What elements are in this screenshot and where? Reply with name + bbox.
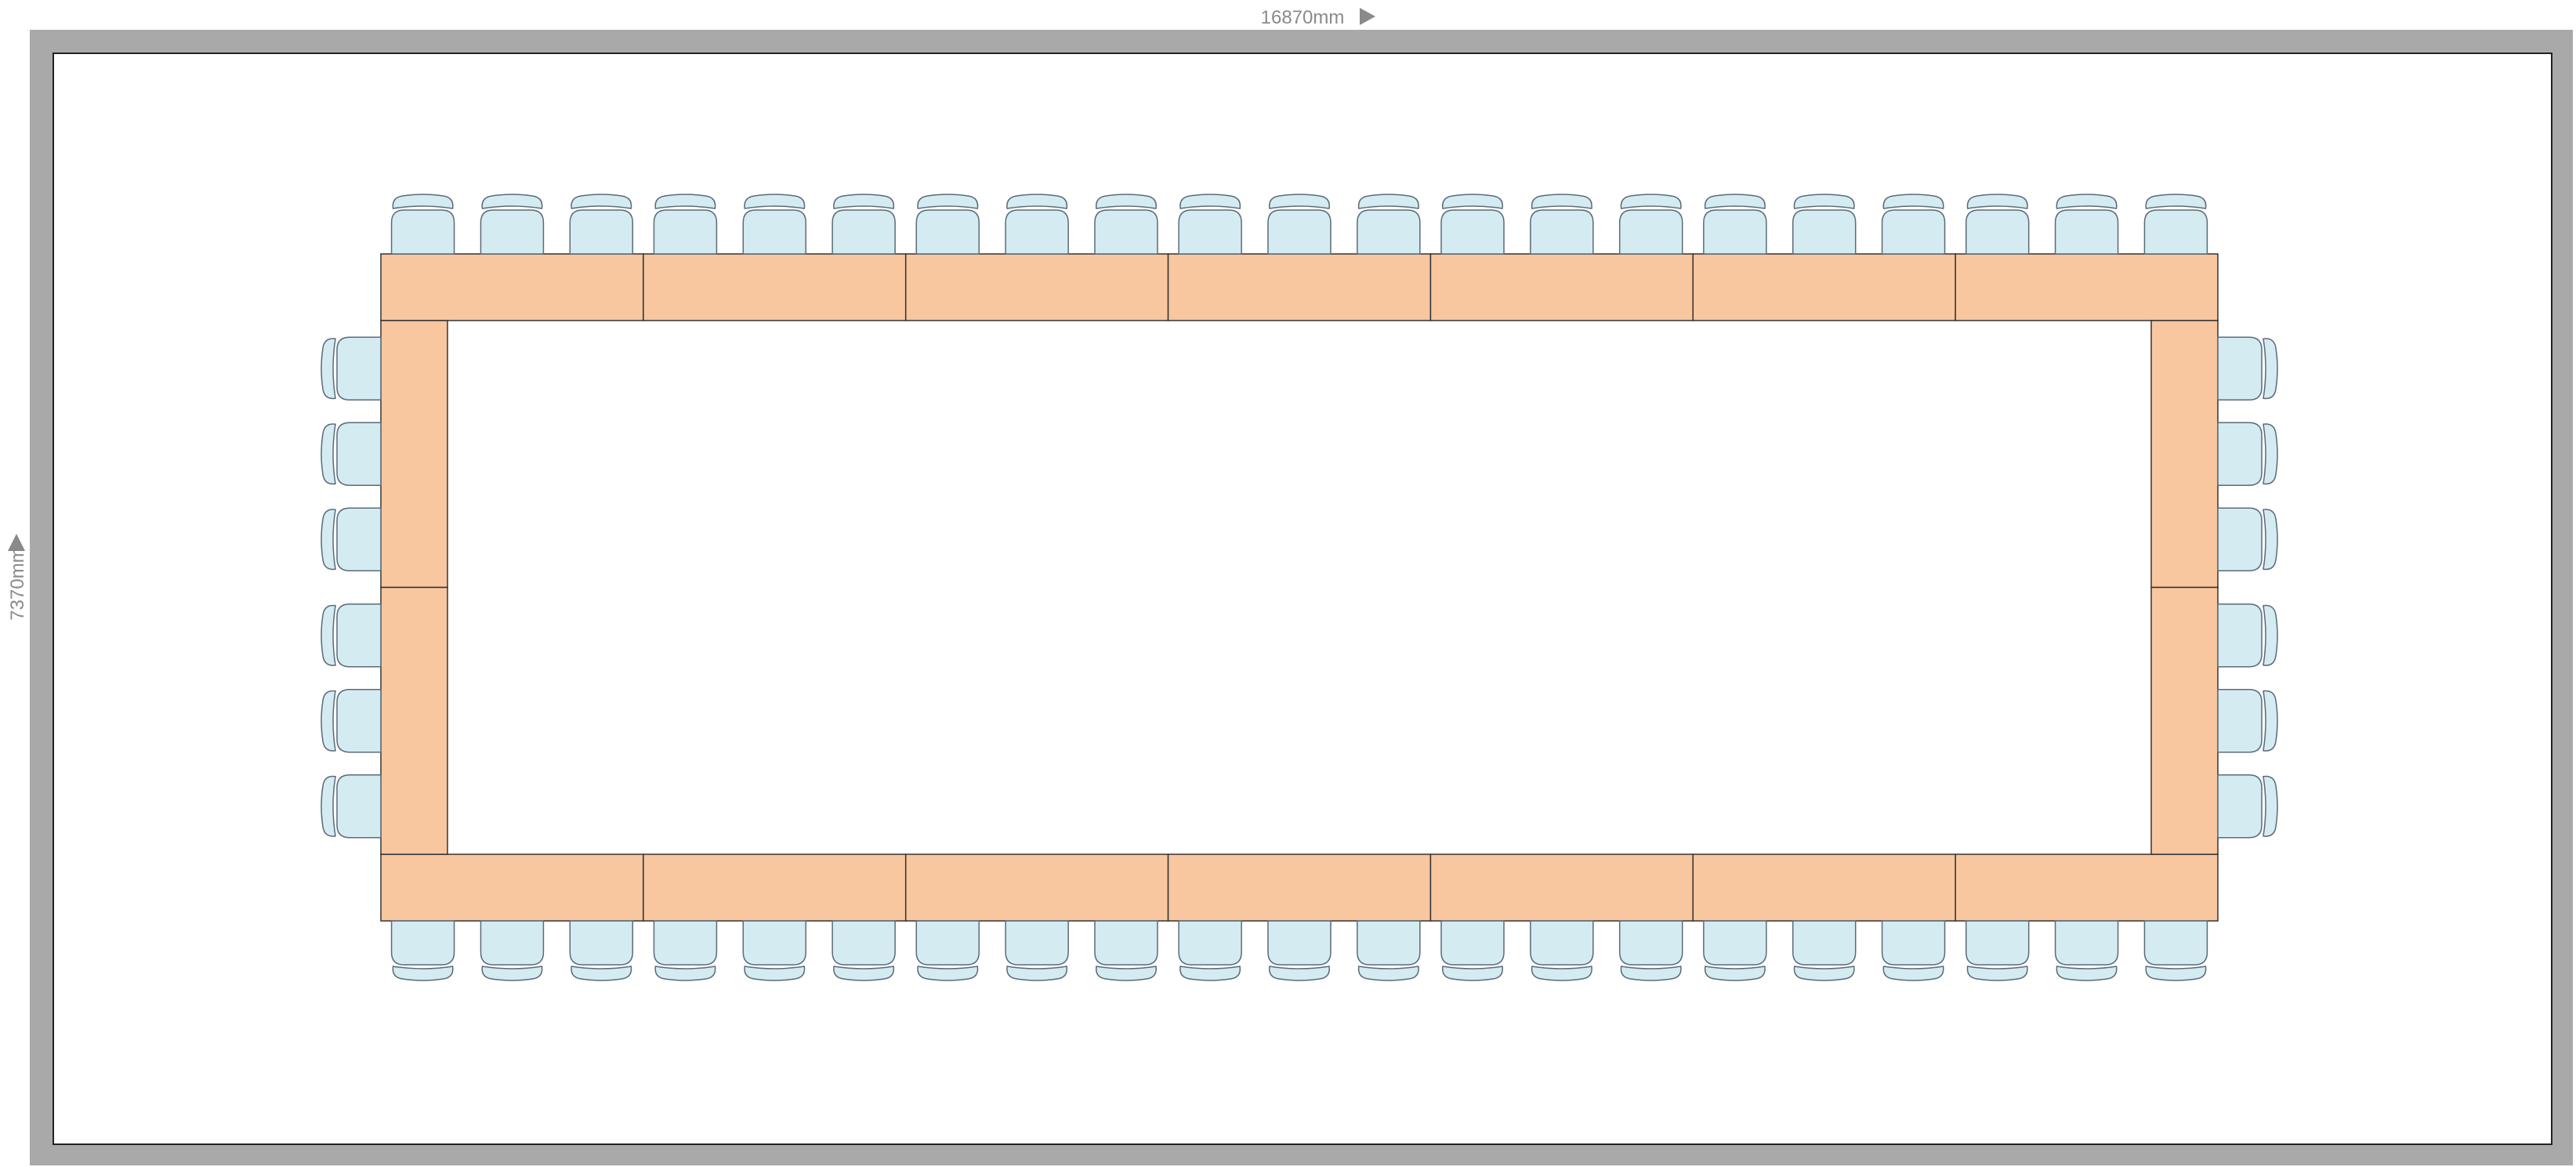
chair xyxy=(1357,194,1421,255)
table-left xyxy=(380,586,448,855)
chair xyxy=(1792,194,1857,255)
chair xyxy=(653,194,718,255)
chair xyxy=(1005,920,1069,981)
chair xyxy=(321,689,382,753)
chair xyxy=(1094,194,1158,255)
chair xyxy=(1440,920,1505,981)
chair xyxy=(1618,194,1683,255)
tables-layer xyxy=(380,253,2219,922)
chair xyxy=(1703,194,1767,255)
chair xyxy=(321,507,382,571)
chair xyxy=(1178,920,1242,981)
table-bottom xyxy=(380,854,644,922)
chair xyxy=(1267,920,1331,981)
table-top xyxy=(904,253,1169,321)
chair xyxy=(1703,920,1767,981)
chair xyxy=(1881,194,1946,255)
table-top xyxy=(380,253,644,321)
chair xyxy=(321,336,382,401)
table-bottom xyxy=(904,854,1169,922)
chair xyxy=(321,603,382,668)
table-top xyxy=(1167,253,1432,321)
chair xyxy=(2054,194,2119,255)
chair xyxy=(1440,194,1505,255)
chair xyxy=(2217,689,2278,753)
chair xyxy=(321,422,382,486)
chair xyxy=(742,920,807,981)
chair xyxy=(1530,920,1594,981)
chairs-layer xyxy=(321,194,2278,981)
table-top xyxy=(1955,253,2219,321)
table-right xyxy=(2150,320,2219,589)
table-left xyxy=(380,320,448,589)
chair xyxy=(742,194,807,255)
room-width-label: 16870mm xyxy=(1261,7,1345,28)
chair xyxy=(569,920,634,981)
width-arrow-icon xyxy=(1360,8,1375,25)
chair xyxy=(2143,920,2208,981)
chair xyxy=(2217,603,2278,668)
chair xyxy=(1965,194,2030,255)
room-height-label: 7370mm xyxy=(7,547,28,620)
height-arrow-icon xyxy=(8,534,25,551)
table-bottom xyxy=(1692,854,1956,922)
chair xyxy=(2217,336,2278,401)
chair xyxy=(831,920,896,981)
table-bottom xyxy=(1429,854,1694,922)
table-top xyxy=(1692,253,1956,321)
table-right xyxy=(2150,586,2219,855)
chair xyxy=(1530,194,1594,255)
table-bottom xyxy=(1955,854,2219,922)
chair xyxy=(915,194,980,255)
chair xyxy=(2217,422,2278,486)
chair xyxy=(1267,194,1331,255)
chair xyxy=(1178,194,1242,255)
chair xyxy=(831,194,896,255)
chair xyxy=(390,194,455,255)
chair xyxy=(2054,920,2119,981)
table-bottom xyxy=(643,854,907,922)
chair xyxy=(480,920,545,981)
table-top xyxy=(643,253,907,321)
chair xyxy=(480,194,545,255)
chair xyxy=(1094,920,1158,981)
chair xyxy=(2217,507,2278,571)
chair xyxy=(1881,920,1946,981)
chair xyxy=(915,920,980,981)
chair xyxy=(569,194,634,255)
chair xyxy=(321,774,382,839)
chair xyxy=(653,920,718,981)
chair xyxy=(1792,920,1857,981)
chair xyxy=(390,920,455,981)
chair xyxy=(2143,194,2208,255)
chair xyxy=(1965,920,2030,981)
table-bottom xyxy=(1167,854,1432,922)
table-top xyxy=(1429,253,1694,321)
chair xyxy=(1005,194,1069,255)
chair xyxy=(2217,774,2278,839)
chair xyxy=(1357,920,1421,981)
chair xyxy=(1618,920,1683,981)
